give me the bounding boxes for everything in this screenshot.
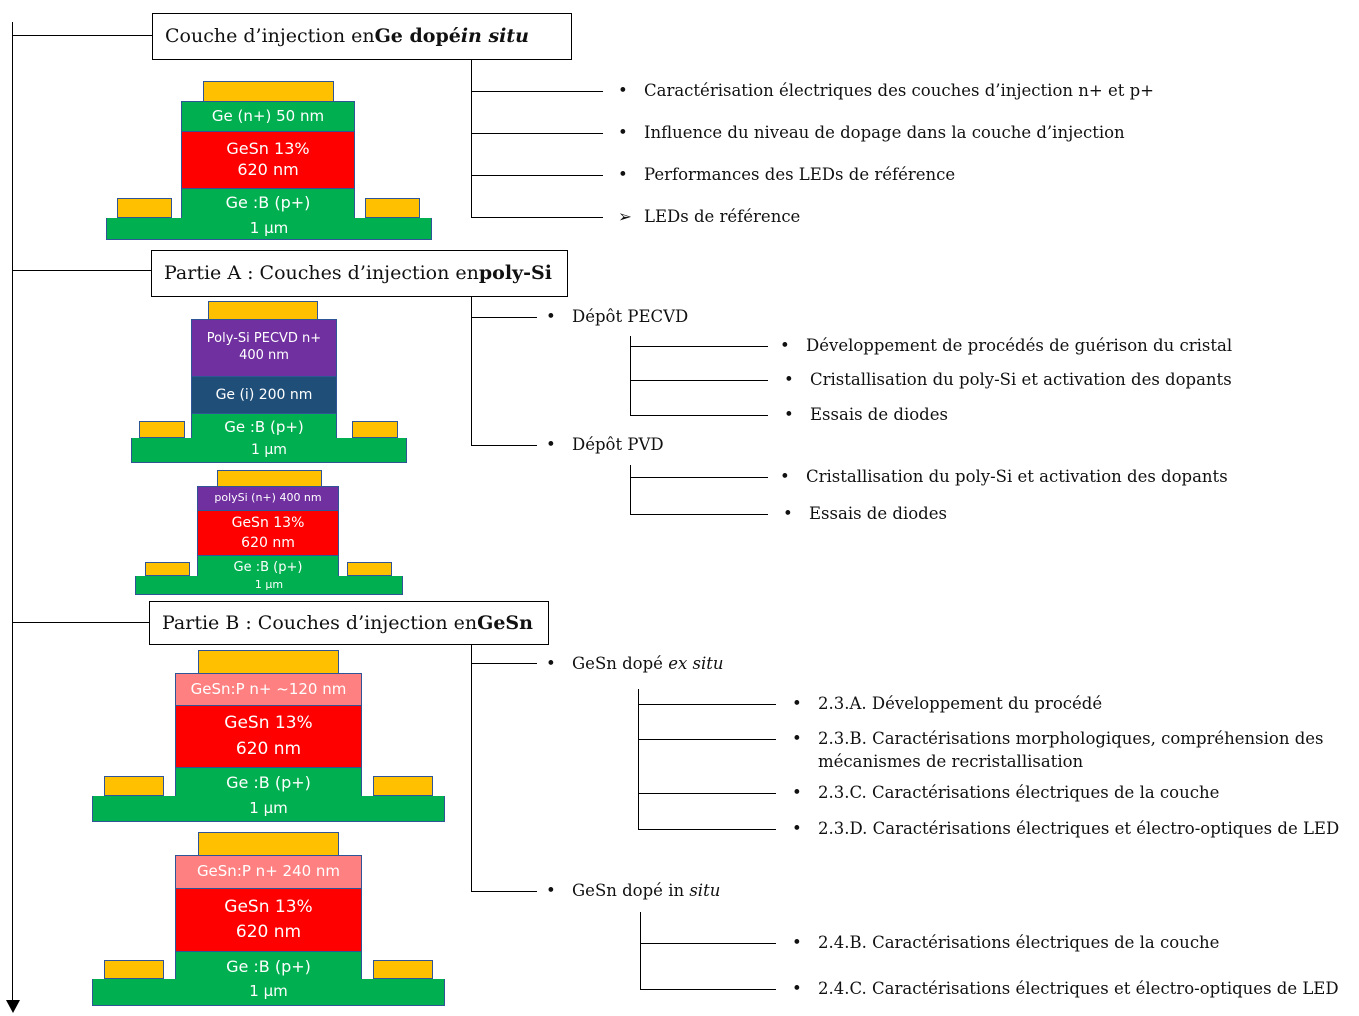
layer-ge-p-mesa: Ge :B (p+) [175,951,362,981]
layer-ge-p-mesa: Ge :B (p+) [197,555,339,578]
bottom-contact-right [373,776,433,796]
layer-gesn: GeSn 13%620 nm [181,131,355,189]
layer-gesn-p: GeSn:P n+ ~120 nm [175,673,362,706]
layer-gesn: GeSn 13%620 nm [175,888,362,952]
section-title-bold-italic: in situ [460,25,529,47]
timeline-branch-3 [12,622,149,623]
top-contact [198,832,339,856]
exsitu-subtree [638,689,639,829]
s1-tree-trunk [471,60,472,218]
pvd-label: •Dépôt PVD [546,435,664,454]
list-item: •2.3.C. Caractérisations électriques de … [792,783,1220,802]
list-item: •Cristallisation du poly-Si et activatio… [784,370,1232,389]
exsitu-branch [638,829,776,830]
s1-tree-branch [471,175,603,176]
s2-tree-trunk [471,297,472,445]
list-item: •Cristallisation du poly-Si et activatio… [780,467,1228,486]
insitu-subtree [640,912,641,990]
bottom-contact-right [365,198,420,218]
pecvd-subtree [630,336,631,416]
layer-ge-p-base: 1 µm [92,979,445,1006]
layer-poly-si: Poly-Si PECVD n+400 nm [191,319,337,377]
exsitu-branch [638,793,776,794]
list-item: ➢LEDs de référence [618,207,801,226]
pvd-branch [630,477,768,478]
section-title-bold: poly-Si [478,262,552,284]
section-title-bold: Ge dopé [374,25,461,47]
list-item: •Essais de diodes [784,405,948,424]
timeline-branch-2 [12,270,151,271]
list-item: •Essais de diodes [783,504,947,523]
layer-ge-p-base: 1 µm [92,796,445,822]
layer-ge-i: Ge (i) 200 nm [191,376,337,414]
pecvd-label: •Dépôt PECVD [546,307,689,326]
layer-ge-p-base: 1 µm [135,576,403,595]
s3-tree-trunk [471,645,472,892]
layer-gesn-p: GeSn:P n+ 240 nm [175,855,362,889]
section-title-text: Couche d’injection en [165,25,375,47]
s3-tree-branch [471,663,537,664]
s1-tree-branch [471,91,603,92]
list-item: •2.4.C. Caractérisations électriques et … [792,979,1339,998]
pvd-branch [630,514,768,515]
list-item: •2.3.D. Caractérisations électriques et … [792,819,1340,838]
layer-ge-p-mesa: Ge :B (p+) [191,413,337,440]
section-ge-insitu-title-box: Couche d’injection en Ge dopé in situ [152,13,572,60]
section-gesn-title-box: Partie B : Couches d’injection en GeSn [149,601,549,645]
arrow-bullet-icon: ➢ [618,207,632,226]
layer-gesn: GeSn 13%620 nm [197,510,339,556]
layer-ge-p-mesa: Ge :B (p+) [175,767,362,798]
layer-gesn: GeSn 13%620 nm [175,705,362,768]
top-contact [208,301,318,320]
exsitu-branch [638,739,776,740]
s2-tree-branch [471,317,537,318]
timeline-branch-1 [12,35,152,36]
pecvd-branch [630,380,768,381]
bottom-contact-left [104,960,164,979]
bottom-contact-left [104,776,164,796]
list-item: •2.4.B. Caractérisations électriques de … [792,933,1220,952]
section-title-text: Partie B : Couches d’injection en [162,611,478,634]
bottom-contact-right [347,562,392,576]
s1-tree-branch [471,133,603,134]
timeline-arrow-head-icon [6,1000,20,1013]
exsitu-label: •GeSn dopé ex situ [546,654,724,673]
bottom-contact-left [145,562,190,576]
list-item: •Développement de procédés de guérison d… [780,336,1233,355]
bottom-contact-right [373,960,433,979]
list-item: •2.3.A. Développement du procédé [792,694,1103,713]
section-poly-si-title-box: Partie A : Couches d’injection en poly-S… [151,250,568,297]
s3-tree-branch [471,891,537,892]
s2-tree-branch [471,445,537,446]
section-title-text: Partie A : Couches d’injection en [164,262,479,284]
bottom-contact-left [117,198,172,218]
list-item: •Caractérisation électriques des couches… [618,81,1154,100]
pecvd-branch [630,415,768,416]
list-item: •Performances des LEDs de référence [618,165,956,184]
top-contact [203,81,334,102]
layer-ge-n: Ge (n+) 50 nm [181,101,355,132]
pvd-subtree [630,465,631,514]
list-item: •2.3.B. Caractérisations morphologiques,… [792,729,1324,748]
main-timeline-line [12,22,13,1004]
insitu-branch [640,943,776,944]
insitu-label: •GeSn dopé in situ [546,881,721,900]
bottom-contact-right [352,421,398,438]
insitu-branch [640,989,776,990]
bottom-contact-left [139,421,185,438]
layer-poly-si: polySi (n+) 400 nm [197,486,339,511]
exsitu-branch [638,704,776,705]
layer-ge-p-base: 1 µm [131,438,407,463]
layer-ge-p-base: 1 µm [106,218,432,240]
s1-tree-branch [471,217,603,218]
list-item: •Influence du niveau de dopage dans la c… [618,123,1125,142]
list-item-continuation: mécanismes de recristallisation [818,752,1084,771]
top-contact [198,650,339,674]
layer-ge-p-mesa: Ge :B (p+) [181,188,355,220]
section-title-bold: GeSn [477,611,533,634]
pecvd-branch [630,346,768,347]
top-contact [217,470,322,487]
